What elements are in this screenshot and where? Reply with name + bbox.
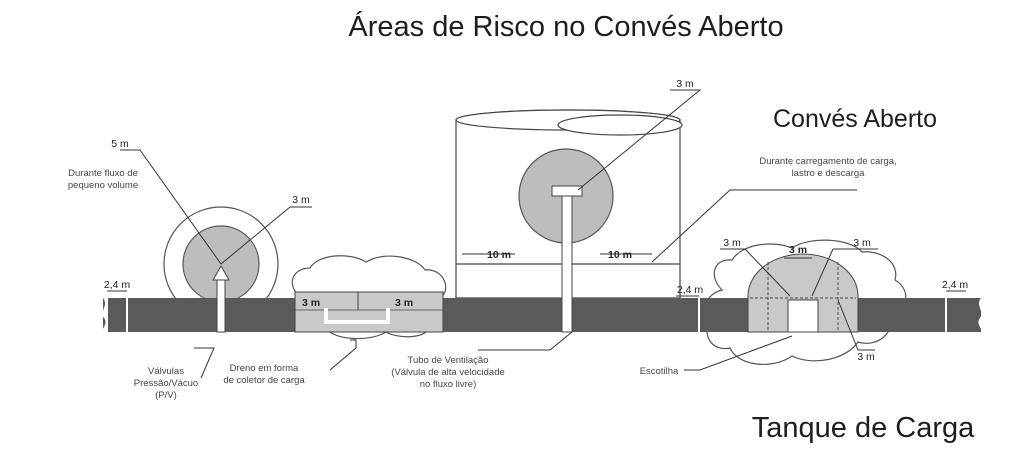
label-tanque-de-carga: Tanque de Carga [752, 412, 975, 444]
label-tubo-3: no fluxo livre) [420, 379, 477, 390]
dim-pv-5m: 5 m [111, 138, 129, 150]
dim-drain-3m-left: 3 m [302, 297, 320, 309]
hatch-cover [787, 299, 819, 333]
label-dreno-2: de coletor de carga [223, 375, 305, 386]
label-valvulas-3: (P/V) [155, 390, 177, 401]
label-durante-carregamento-2: lastro e descarga [792, 168, 866, 179]
dim-deck-24m-left: 2,4 m [104, 279, 131, 291]
dim-hatch-3m-left: 3 m [723, 237, 741, 249]
label-escotilha: Escotilha [640, 366, 679, 377]
dim-pv-3m: 3 m [292, 194, 310, 206]
label-valvulas-2: Pressão/Vácuo [134, 378, 198, 389]
vent-pipe [551, 185, 583, 333]
diagram-title: Áreas de Risco no Convés Aberto [348, 10, 783, 43]
dim-deck-24m-right: 2,4 m [942, 279, 969, 291]
pv-valve-pipe [212, 264, 230, 333]
label-durante-carregamento-1: Durante carregamento de carga, [759, 156, 896, 167]
leader-lines [107, 89, 966, 379]
label-dreno-1: Dreno em forma [230, 363, 299, 374]
label-conves-aberto: Convés Aberto [773, 105, 937, 133]
dim-drain-3m-right: 3 m [395, 297, 413, 309]
dim-vent-10m-left: 10 m [487, 249, 511, 261]
label-durante-fluxo-1: Durante fluxo de [68, 168, 138, 179]
label-tubo-2: (Válvula de alta velocidade [391, 367, 505, 378]
label-tubo-1: Tubo de Ventilação [408, 355, 489, 366]
dim-vent-10m-right: 10 m [608, 249, 632, 261]
hatch-hazard [747, 253, 859, 333]
dim-hatch-3m-right: 3 m [853, 237, 871, 249]
dim-vent-3m: 3 m [676, 78, 694, 90]
dim-hatch-3m-bottom: 3 m [857, 351, 875, 363]
dim-hatch-3m-center: 3 m [789, 244, 807, 256]
label-valvulas-1: Válvulas [148, 366, 184, 377]
dim-deck-24m-mid: 2,4 m [677, 284, 704, 296]
drain-manifold [294, 291, 444, 333]
label-durante-fluxo-2: pequeno volume [68, 180, 138, 191]
